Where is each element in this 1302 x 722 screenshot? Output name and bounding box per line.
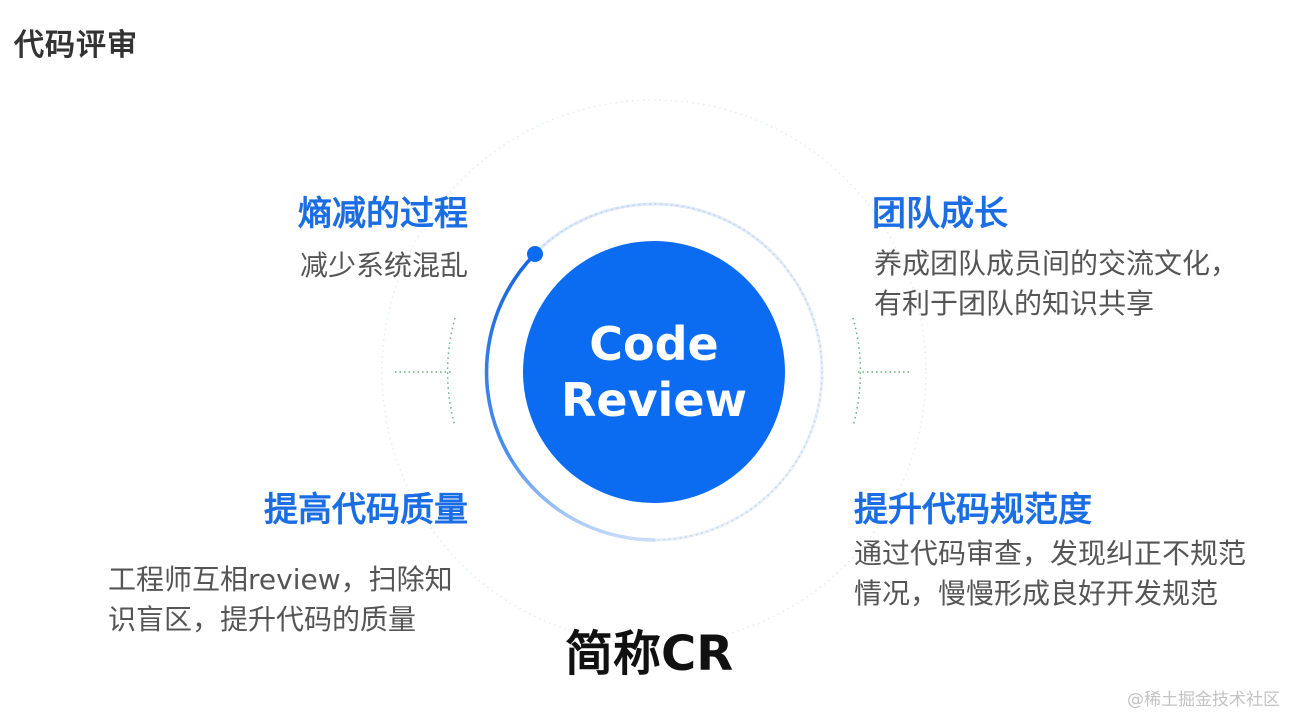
quality-title: 提高代码质量 (264, 490, 468, 530)
middle-ring-dots (485, 203, 823, 541)
team-growth-title: 团队成长 (872, 194, 1008, 234)
progress-dot (527, 246, 543, 262)
outer-decor-ring (381, 99, 927, 645)
center-line-code: Code (589, 317, 719, 371)
left-dotted-arc (446, 317, 456, 427)
center-line-review: Review (560, 373, 748, 427)
quality-desc-line2: 识盲区，提升代码的质量 (108, 603, 417, 636)
slide-title: 代码评审 (14, 28, 138, 63)
standards-title: 提升代码规范度 (854, 490, 1092, 530)
center-circle (523, 241, 785, 503)
team-growth-desc-line1: 养成团队成员间的交流文化， (874, 247, 1239, 280)
watermark: @稀土掘金技术社区 (1127, 690, 1280, 710)
team-growth-desc-line2: 有利于团队的知识共享 (874, 287, 1155, 320)
quality-desc: 工程师互相review，扫除知 识盲区，提升代码的质量 (108, 560, 453, 640)
entropy-title: 熵减的过程 (298, 194, 468, 234)
quality-desc-line1: 工程师互相review，扫除知 (108, 563, 453, 596)
standards-desc-line2: 情况，慢慢形成良好开发规范 (854, 577, 1219, 610)
right-dotted-arc (852, 317, 862, 427)
entropy-desc: 减少系统混乱 (300, 246, 468, 286)
team-growth-desc: 养成团队成员间的交流文化， 有利于团队的知识共享 (874, 244, 1238, 324)
center-label: Code Review (523, 241, 785, 503)
abbreviation-label: 简称CR (565, 626, 734, 682)
standards-desc-line1: 通过代码审查，发现纠正不规范 (854, 537, 1247, 570)
entropy-desc-line1: 减少系统混乱 (299, 249, 468, 282)
standards-desc: 通过代码审查，发现纠正不规范 情况，慢慢形成良好开发规范 (854, 534, 1246, 614)
progress-arc (484, 252, 656, 542)
